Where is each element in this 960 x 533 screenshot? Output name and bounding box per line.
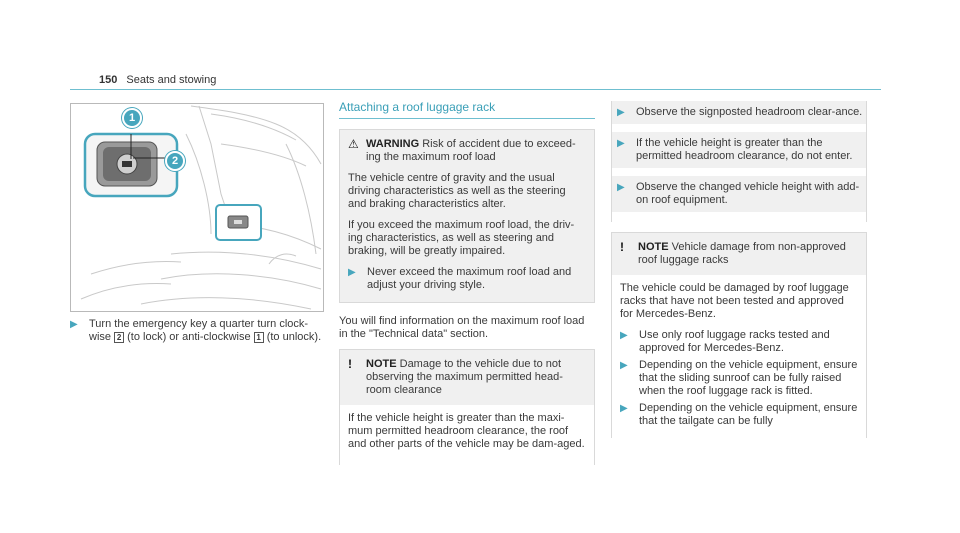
note-box: ! NOTE Damage to the vehicle due to not … bbox=[339, 349, 595, 465]
note-paragraph: If the vehicle height is greater than th… bbox=[348, 412, 585, 450]
note-box: ! NOTE Vehicle damage from non-approved … bbox=[611, 232, 867, 438]
warning-box: ⚠ WARNING Risk of accident due to exceed… bbox=[339, 129, 595, 303]
note-text: Damage to the vehicle due to not observi… bbox=[366, 358, 563, 396]
page-number: 150 bbox=[99, 74, 118, 86]
step-text: Depending on the vehicle equipment, ensu… bbox=[639, 402, 858, 427]
callout-ref-2: 2 bbox=[114, 332, 125, 343]
warning-icon: ⚠ bbox=[348, 137, 359, 151]
arrow-icon: ▶ bbox=[617, 138, 625, 149]
instruction-step: ▶ Use only roof luggage racks tested and… bbox=[620, 329, 858, 355]
header-rule bbox=[70, 89, 881, 90]
info-paragraph: You will find information on the maximum… bbox=[339, 315, 585, 340]
arrow-icon: ▶ bbox=[617, 182, 625, 193]
page-header: 150 Seats and stowing bbox=[99, 74, 216, 86]
instruction-step: ▶ Observe the signposted headroom clear-… bbox=[612, 101, 866, 124]
step-text: (to unlock). bbox=[263, 331, 322, 343]
warning-header: ⚠ WARNING Risk of accident due to exceed… bbox=[340, 130, 594, 172]
trunk-illustration-drawing bbox=[80, 105, 322, 310]
exclamation-icon: ! bbox=[348, 357, 352, 371]
note-paragraph: The vehicle could be damaged by roof lug… bbox=[620, 282, 849, 320]
warning-paragraph: The vehicle centre of gravity and the us… bbox=[348, 172, 566, 210]
section-rule bbox=[339, 118, 595, 119]
trunk-lock-illustration: 1 2 bbox=[70, 103, 324, 312]
warning-text: Risk of accident due to exceed-ing the m… bbox=[366, 138, 576, 163]
warning-body: The vehicle centre of gravity and the us… bbox=[340, 172, 594, 302]
column-3: ▶ Observe the signposted headroom clear-… bbox=[611, 101, 867, 450]
instruction-step: ▶ Observe the changed vehicle height wit… bbox=[612, 176, 866, 212]
warning-paragraph: If you exceed the maximum roof load, the… bbox=[348, 219, 575, 257]
section-title: Attaching a roof luggage rack bbox=[339, 100, 496, 114]
section-name: Seats and stowing bbox=[126, 74, 217, 86]
step-text: Turn the emergency key a quarter turn cl… bbox=[89, 318, 309, 343]
callout-2: 2 bbox=[165, 151, 185, 171]
note-header: ! NOTE Vehicle damage from non-approved … bbox=[612, 233, 866, 275]
step-text: Observe the signposted headroom clear-an… bbox=[636, 106, 863, 118]
note-header: ! NOTE Damage to the vehicle due to not … bbox=[340, 350, 594, 405]
exclamation-icon: ! bbox=[620, 240, 624, 254]
instruction-step: ▶ Depending on the vehicle equipment, en… bbox=[620, 402, 858, 428]
note-label: NOTE bbox=[638, 241, 669, 253]
note-text: Vehicle damage from non-approved roof lu… bbox=[638, 241, 846, 266]
arrow-icon: ▶ bbox=[620, 403, 628, 414]
warning-label: WARNING bbox=[366, 138, 420, 150]
step-text: (to lock) or anti-clockwise bbox=[124, 331, 254, 343]
arrow-icon: ▶ bbox=[70, 319, 78, 330]
note-body: If the vehicle height is greater than th… bbox=[340, 405, 594, 465]
step-text: Never exceed the maximum roof load and a… bbox=[367, 266, 572, 291]
callout-ref-1: 1 bbox=[253, 332, 264, 343]
arrow-icon: ▶ bbox=[617, 107, 625, 118]
instruction-step: ▶ Turn the emergency key a quarter turn … bbox=[70, 318, 322, 344]
warning-step: ▶ Never exceed the maximum roof load and… bbox=[348, 266, 586, 292]
note-label: NOTE bbox=[366, 358, 397, 370]
arrow-icon: ▶ bbox=[620, 330, 628, 341]
step-text: Depending on the vehicle equipment, ensu… bbox=[639, 359, 858, 397]
arrow-icon: ▶ bbox=[348, 267, 356, 278]
instruction-step: ▶ Depending on the vehicle equipment, en… bbox=[620, 359, 858, 398]
step-text: If the vehicle height is greater than th… bbox=[636, 137, 853, 162]
note-body: The vehicle could be damaged by roof lug… bbox=[612, 275, 866, 438]
column-1: ▶ Turn the emergency key a quarter turn … bbox=[70, 318, 322, 352]
step-text: Observe the changed vehicle height with … bbox=[636, 181, 860, 206]
instruction-step: ▶ If the vehicle height is greater than … bbox=[612, 132, 866, 168]
step-text: Use only roof luggage racks tested and a… bbox=[639, 329, 830, 354]
steps-panel: ▶ Observe the signposted headroom clear-… bbox=[611, 101, 867, 222]
arrow-icon: ▶ bbox=[620, 360, 628, 371]
callout-1: 1 bbox=[122, 108, 142, 128]
column-2: Attaching a roof luggage rack ⚠ WARNING … bbox=[339, 101, 595, 477]
